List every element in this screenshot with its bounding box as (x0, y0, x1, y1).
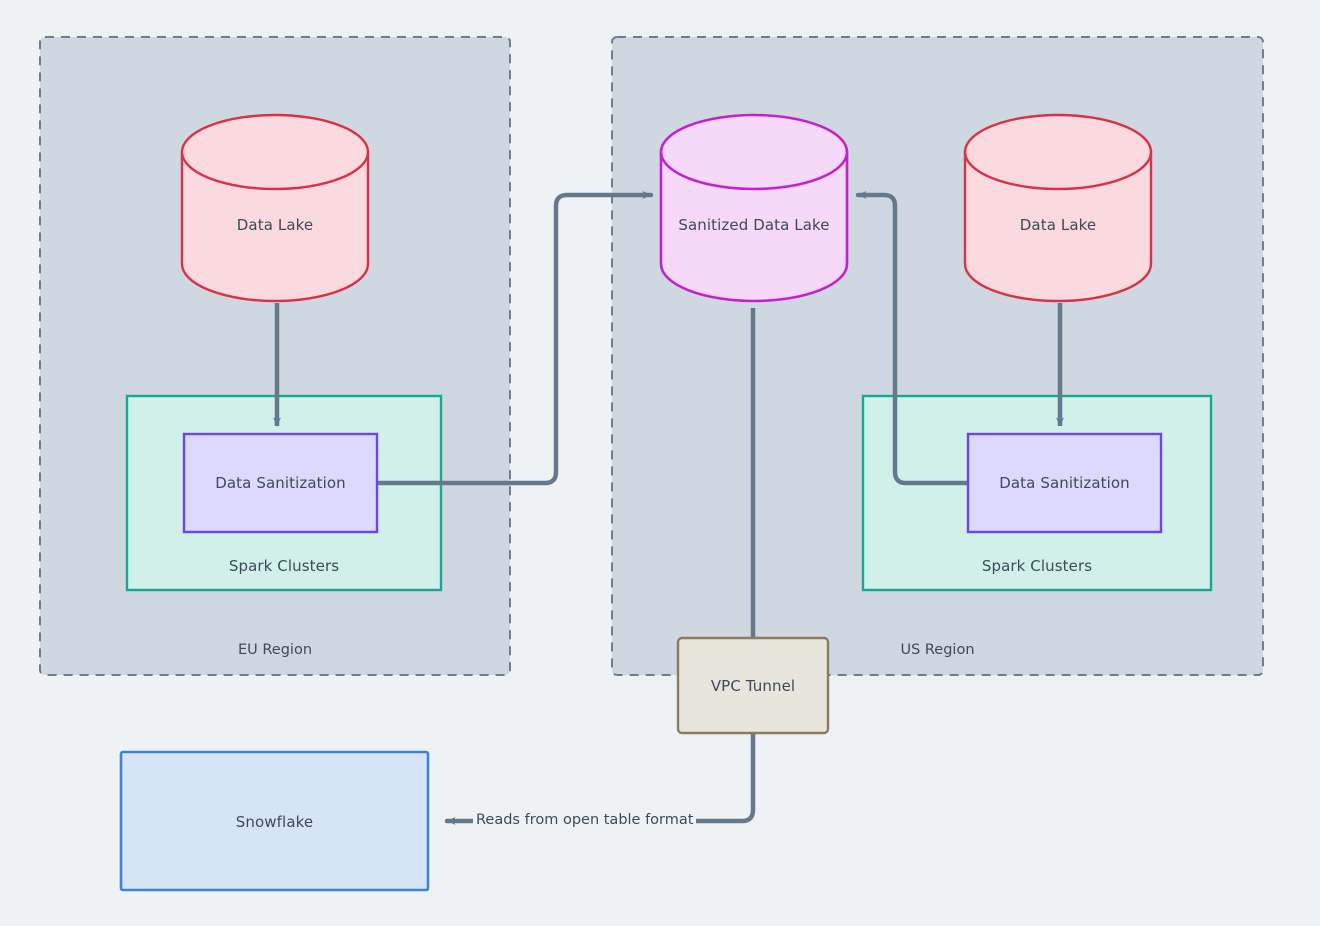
us-data-lake-shape[interactable] (963, 113, 1153, 303)
edge-label-reads-from-open-table-format: Reads from open table format (473, 812, 697, 828)
eu-data-sanitization-box[interactable] (182, 432, 379, 534)
edge-vpc-tunnel-to-snowflake (444, 730, 756, 825)
edge-us-sanitization-to-sanitized-lake (855, 191, 969, 486)
us-data-sanitization-box[interactable] (966, 432, 1163, 534)
eu-data-lake-shape[interactable] (180, 113, 370, 303)
region-us-label: US Region (900, 642, 975, 658)
region-eu-label: EU Region (237, 642, 313, 658)
sanitized-data-lake-shape[interactable] (659, 113, 849, 303)
snowflake-box[interactable] (119, 750, 430, 892)
edge-eu-sanitization-to-sanitized-lake (376, 191, 654, 486)
vpc-tunnel-box[interactable] (676, 636, 830, 735)
